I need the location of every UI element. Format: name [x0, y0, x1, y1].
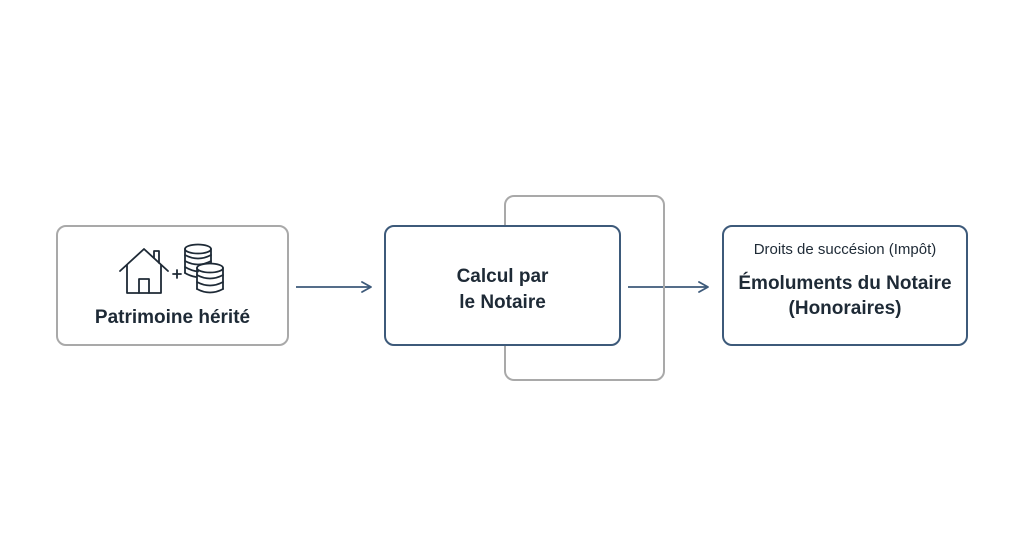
house-plus-coins-icon — [119, 243, 224, 294]
inherited-assets-box: Patrimoine hérité — [56, 225, 289, 346]
input-box-label: Patrimoine hérité — [94, 307, 251, 328]
output-box: Droits de succésion (Impôt) Émoluments d… — [722, 225, 968, 346]
output-fees-label: Émoluments du Notaire (Honoraires) — [738, 273, 952, 319]
output-tax-label: Droits de succésion (Impôt) — [753, 241, 937, 258]
notary-calculation-box: Calcul par le Notaire — [384, 225, 621, 346]
calc-box-label: Calcul par le Notaire — [456, 266, 549, 313]
